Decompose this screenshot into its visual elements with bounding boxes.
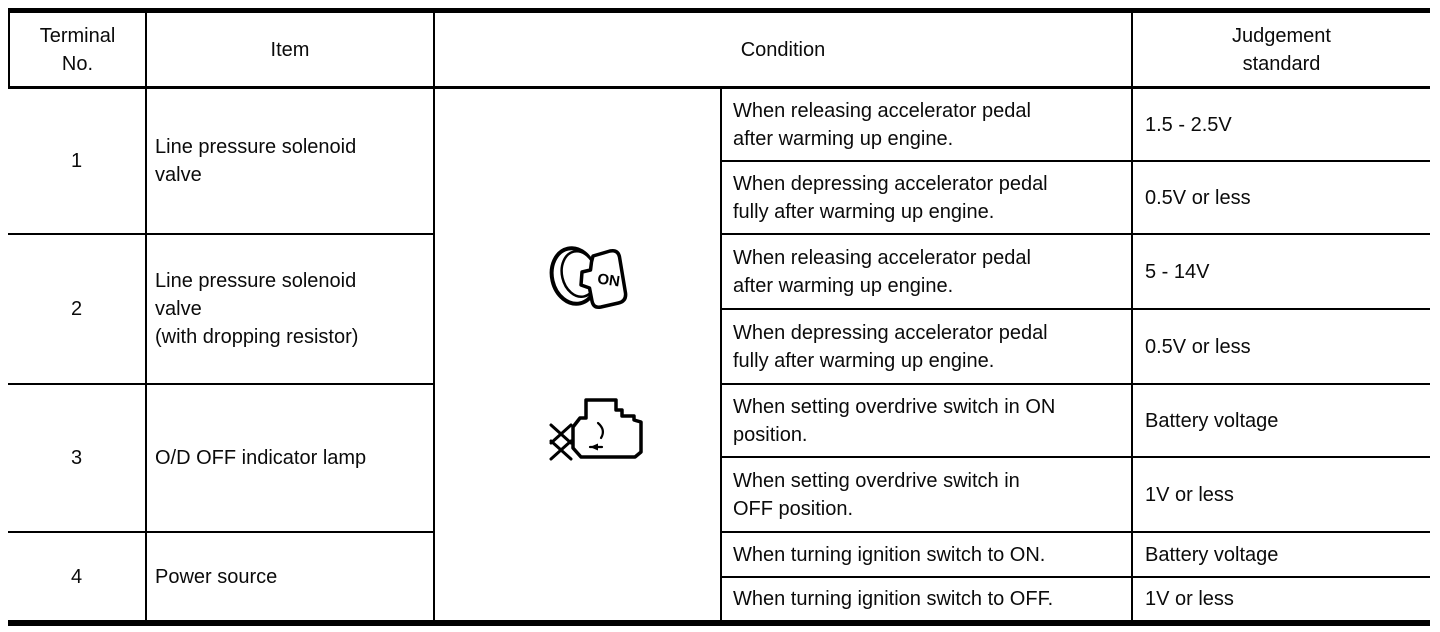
- condition-row: When releasing accelerator pedal after w…: [722, 235, 1133, 310]
- header-judgement-standard: Judgement standard: [1133, 13, 1430, 89]
- harness-connector-icon: [549, 398, 643, 461]
- judgement-value: 1.5 - 2.5V: [1133, 89, 1430, 162]
- terminal-no-3: 3: [8, 385, 147, 533]
- header-item: Item: [147, 13, 435, 89]
- judgement-value: 5 - 14V: [1133, 235, 1430, 310]
- judgement-value: 1V or less: [1145, 588, 1234, 610]
- header-condition: Condition: [435, 13, 1133, 89]
- header-terminal-no: Terminal No.: [8, 13, 147, 89]
- item-line-pressure-solenoid-valve-dropping-resistor: Line pressure solenoid valve (with dropp…: [147, 235, 435, 385]
- item-power-source: Power source: [147, 533, 435, 620]
- condition-row: When releasing accelerator pedal after w…: [722, 89, 1133, 162]
- condition-row: When setting overdrive switch in ON posi…: [722, 385, 1133, 458]
- judgement-value: Battery voltage: [1133, 385, 1430, 458]
- item-line-pressure-solenoid-valve: Line pressure solenoid valve: [147, 89, 435, 235]
- terminal-spec-table: Terminal No. Item Condition Judgement st…: [8, 8, 1430, 626]
- condition-row: When turning ignition switch to ON.: [722, 533, 1133, 578]
- condition-row: When depressing accelerator pedal fully …: [722, 310, 1133, 385]
- ignition-key-on-icon: ON: [549, 246, 628, 309]
- terminal-no-4: 4: [8, 533, 147, 620]
- judgement-value: 0.5V or less: [1133, 162, 1430, 235]
- judgement-value: 0.5V or less: [1133, 310, 1430, 385]
- judgement-value: Battery voltage: [1133, 533, 1430, 578]
- terminal-no-1: 1: [8, 89, 147, 235]
- condition-icon-cell: ON: [435, 89, 722, 620]
- item-od-off-indicator-lamp: O/D OFF indicator lamp: [147, 385, 435, 533]
- condition-row: When turning ignition switch to OFF.: [722, 578, 1133, 620]
- judgement-value: 1V or less: [1133, 458, 1430, 533]
- ignition-key-on-label: ON: [596, 271, 621, 291]
- condition-row: When depressing accelerator pedal fully …: [722, 162, 1133, 235]
- condition-row: When setting overdrive switch in OFF pos…: [722, 458, 1133, 533]
- terminal-no-2: 2: [8, 235, 147, 385]
